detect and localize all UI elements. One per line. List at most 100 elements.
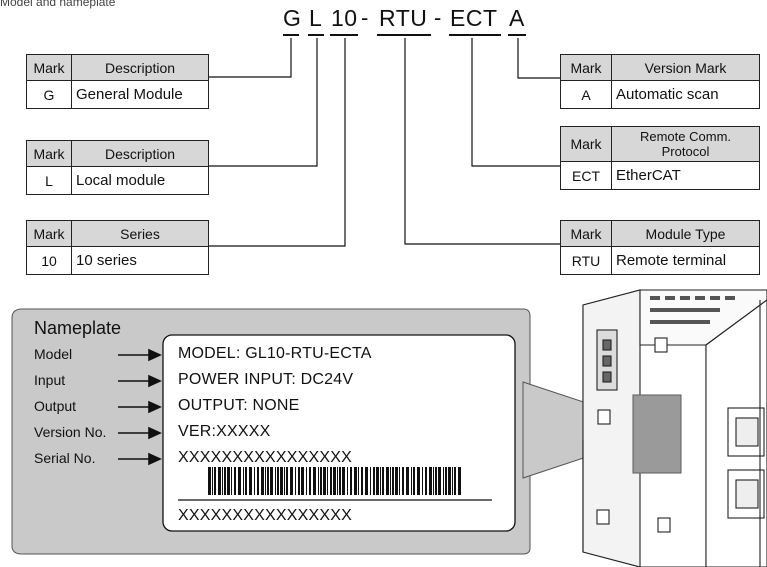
- table-header: Version Mark: [611, 54, 760, 81]
- table-module-type: Mark Module Type RTU Remote terminal: [560, 220, 760, 275]
- barcode-bar: [234, 467, 236, 495]
- barcode-bar: [380, 467, 381, 495]
- underline: [283, 34, 299, 36]
- barcode-bar: [320, 467, 322, 495]
- barcode-bar: [452, 467, 453, 495]
- barcode-bar: [290, 467, 293, 495]
- underline: [449, 34, 501, 36]
- barcode-bar: [212, 467, 213, 495]
- nameplate-output-line: OUTPUT: NONE: [178, 397, 300, 414]
- connector-a: [517, 38, 560, 79]
- barcode-bar: [280, 467, 283, 495]
- barcode-bar: [373, 467, 375, 495]
- barcode-bar: [382, 467, 384, 495]
- barcode-bar: [286, 467, 288, 495]
- barcode-bar: [454, 467, 456, 495]
- barcode-bar: [386, 467, 389, 495]
- barcode-bar: [399, 467, 400, 495]
- table-cell: 10: [26, 246, 72, 275]
- table-header: Remote Comm. Protocol: [611, 126, 760, 162]
- barcode-bar: [309, 467, 311, 495]
- model-part-l: L: [309, 5, 323, 31]
- table-local-module: Mark Description L Local module: [26, 140, 209, 195]
- barcode-bar: [390, 467, 391, 495]
- label-version: Version No.: [34, 424, 107, 440]
- barcode-bar: [429, 467, 432, 495]
- barcode-bar: [433, 467, 434, 495]
- underline: [508, 34, 526, 36]
- barcode-bar: [445, 467, 447, 495]
- barcode-bar: [339, 467, 341, 495]
- underline: [308, 34, 324, 36]
- barcode-bar: [413, 467, 415, 495]
- barcode-bar: [306, 467, 307, 495]
- barcode-bar: [284, 467, 285, 495]
- model-separator: -: [434, 5, 442, 30]
- connector-10: [208, 38, 346, 247]
- label-model: Model: [34, 346, 73, 362]
- table-header: Mark: [560, 54, 612, 81]
- table-cell: Automatic scan: [611, 80, 760, 109]
- barcode-bar: [238, 467, 241, 495]
- barcode-bar: [392, 467, 394, 495]
- table-cell: Local module: [71, 166, 209, 195]
- connector-ect: [471, 38, 560, 167]
- barcode-bar: [402, 467, 404, 495]
- label-input: Input: [34, 372, 66, 388]
- table-header: Mark: [560, 126, 612, 162]
- connector-l: [208, 38, 318, 167]
- underline: [330, 34, 358, 36]
- table-header: Description: [71, 54, 209, 81]
- table-header: Module Type: [611, 220, 760, 247]
- barcode-bar: [257, 467, 259, 495]
- table-header: Mark: [26, 220, 72, 247]
- table-cell: General Module: [71, 80, 209, 109]
- barcode-bar: [231, 467, 232, 495]
- table-series: Mark Series 10 10 series: [26, 220, 209, 275]
- barcode-bar: [301, 467, 304, 495]
- table-cell: EtherCAT: [611, 161, 760, 190]
- top-caption: Model and nameplate: [0, 0, 116, 9]
- nameplate-input-line: POWER INPUT: DC24V: [178, 371, 354, 388]
- table-cell: A: [560, 80, 612, 109]
- table-header: Mark: [26, 54, 72, 81]
- model-part-type: RTU: [379, 5, 428, 31]
- table-header: Mark: [560, 220, 612, 247]
- device-illustration: [582, 289, 767, 567]
- model-part-g: G: [283, 5, 302, 31]
- table-cell: 10 series: [71, 246, 209, 275]
- barcode-bar: [361, 467, 363, 495]
- barcode-bar: [243, 467, 244, 495]
- barcode-bar: [358, 467, 359, 495]
- connector-g: [208, 38, 292, 78]
- barcode-bar: [265, 467, 266, 495]
- table-cell: L: [26, 166, 72, 195]
- barcode-bar: [330, 467, 332, 495]
- barcode-bar: [435, 467, 437, 495]
- barcode-bar: [270, 467, 273, 495]
- table-remote-protocol: Mark Remote Comm. Protocol ECT EtherCAT: [560, 126, 760, 190]
- barcode-bar: [214, 467, 216, 495]
- barcode-bar: [425, 467, 427, 495]
- model-separator: -: [361, 5, 369, 30]
- barcode-bar: [448, 467, 451, 495]
- nameplate-serial-line: XXXXXXXXXXXXXXXX: [178, 449, 352, 466]
- barcode-bar: [277, 467, 279, 495]
- barcode-bar: [261, 467, 264, 495]
- barcode-bar: [245, 467, 247, 495]
- table-cell: Remote terminal: [611, 246, 760, 275]
- barcode-bar: [218, 467, 221, 495]
- connector-rtu: [404, 38, 560, 245]
- barcode-bar: [222, 467, 223, 495]
- table-header: Mark: [26, 140, 72, 167]
- label-output: Output: [34, 398, 77, 414]
- table-header: Series: [71, 220, 209, 247]
- barcode-bar: [370, 467, 371, 495]
- barcode-bar: [295, 467, 296, 495]
- nameplate-version-line: VER:XXXXX: [178, 423, 271, 440]
- barcode-bar: [249, 467, 252, 495]
- nameplate-title: Nameplate: [34, 318, 122, 338]
- barcode-bar: [313, 467, 316, 495]
